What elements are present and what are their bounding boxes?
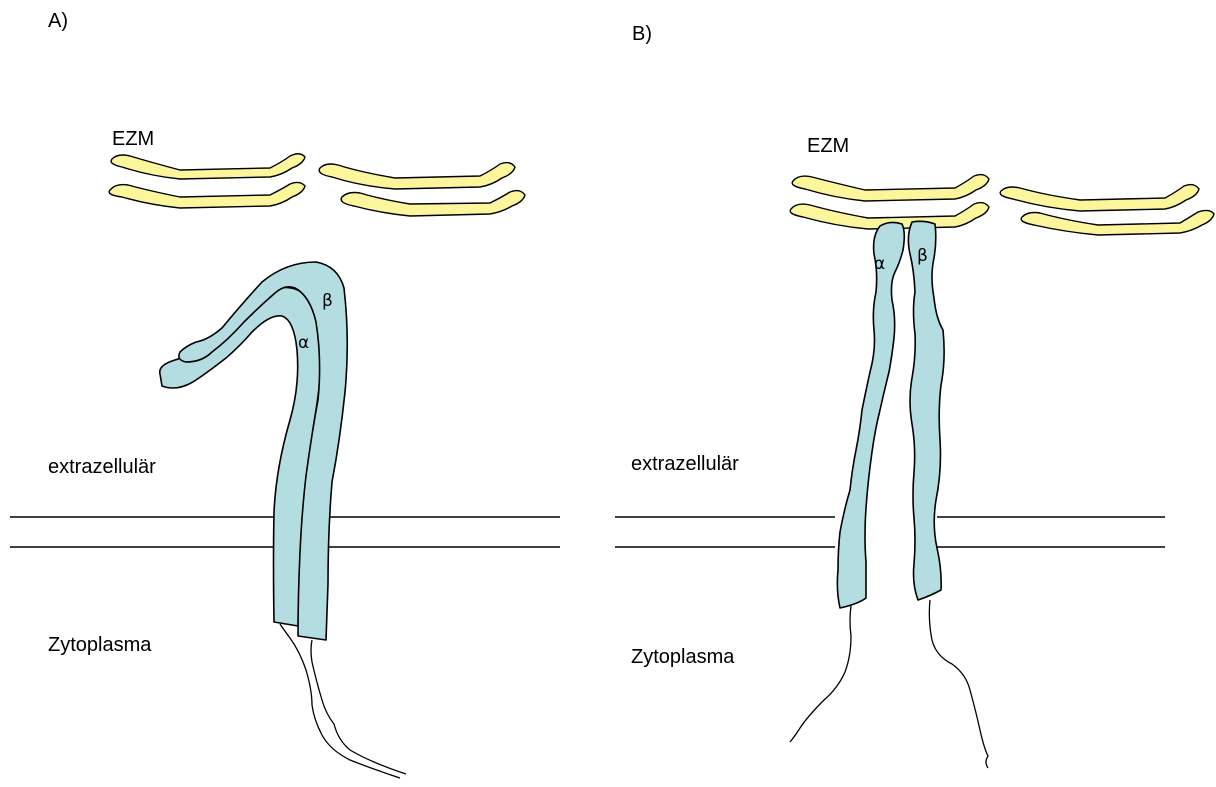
panel-b: B) EZM α β extrazellulär Zytoplasma: [615, 23, 1214, 768]
panel-b-label: B): [632, 23, 652, 45]
panel-b-beta-label: β: [917, 246, 928, 266]
panel-a-cytoplasm-label: Zytoplasma: [48, 634, 152, 656]
panel-b-alpha-tail: [790, 606, 851, 742]
ecm-fiber: [111, 154, 305, 179]
ecm-fiber: [341, 191, 525, 216]
ecm-fiber: [319, 163, 515, 189]
panel-a: A) EZM α β extrazellulär Zytoplasma: [10, 10, 560, 778]
panel-a-label: A): [48, 10, 68, 32]
panel-a-ecm-fibers: [109, 154, 525, 216]
panel-b-alpha-label: α: [874, 254, 885, 274]
panel-b-alpha-subunit: [837, 222, 904, 608]
panel-a-alpha-label: α: [298, 333, 309, 353]
ecm-fiber: [1021, 210, 1214, 235]
panel-b-ecm-label: EZM: [807, 135, 849, 157]
ecm-fiber: [1000, 185, 1199, 211]
panel-a-extracellular-label: extrazellulär: [48, 456, 156, 478]
panel-a-beta-tail: [311, 640, 406, 774]
panel-a-alpha-tail: [280, 624, 400, 778]
ecm-fiber: [109, 182, 305, 208]
panel-b-extracellular-label: extrazellulär: [631, 453, 739, 475]
ecm-fiber: [792, 175, 989, 201]
panel-b-beta-subunit: [908, 221, 944, 600]
panel-a-ecm-label: EZM: [112, 128, 154, 150]
panel-a-beta-label: β: [322, 291, 333, 311]
panel-b-ecm-fibers: [790, 175, 1214, 235]
panel-b-cytoplasm-label: Zytoplasma: [631, 646, 735, 668]
panel-b-beta-tail: [929, 600, 988, 768]
